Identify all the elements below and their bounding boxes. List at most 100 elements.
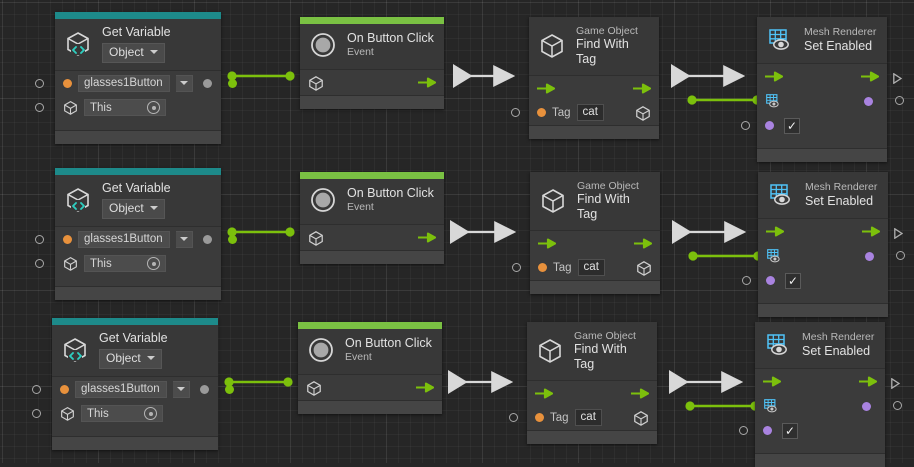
output-port-connected[interactable] [228,234,237,244]
output-port-value[interactable] [203,78,212,88]
node-title-group: Get Variable Object [102,181,171,219]
input-port-bool[interactable] [742,276,751,285]
port-tag-in[interactable] [537,108,546,118]
port-bool-in[interactable] [765,121,774,130]
input-port-extra[interactable] [511,107,520,117]
output-port-value[interactable] [203,234,212,244]
port-object-in[interactable] [63,234,72,244]
output-port-value[interactable] [893,401,902,410]
row-variable: glasses1Button [35,71,237,96]
variable-dropdown-button[interactable] [176,230,193,248]
flow-input-arrow-icon[interactable] [538,238,556,249]
port-bool-out[interactable] [862,401,871,411]
node-title-group: Mesh Renderer Set Enabled [802,331,874,358]
port-tag-in[interactable] [538,263,547,273]
node-body: ✓ [739,368,902,443]
node-mesh-renderer[interactable]: Mesh Renderer Set Enabled ✓ [741,17,904,162]
node-on-button-click[interactable]: On Button Click Event [298,322,442,414]
node-mesh-renderer[interactable]: Mesh Renderer Set Enabled ✓ [739,322,902,467]
cube-icon [537,31,567,61]
row-flow [755,369,901,394]
input-port-flow[interactable] [35,234,44,244]
node-find-with-tag[interactable]: Game Object Find With Tag Tag cat [512,172,660,294]
output-port-value[interactable] [200,384,209,394]
tag-value-field[interactable]: cat [576,104,604,122]
node-footer [55,285,221,300]
node-mesh-renderer[interactable]: Mesh Renderer Set Enabled ✓ [742,172,905,317]
enabled-checkbox[interactable]: ✓ [784,117,800,134]
port-tag-in[interactable] [535,413,544,423]
flow-input-arrow-icon[interactable] [763,376,781,387]
output-port-value[interactable] [896,251,905,260]
node-title-group: Mesh Renderer Set Enabled [804,26,876,53]
port-object-in[interactable] [63,78,72,88]
flow-output-arrow-icon[interactable] [862,226,880,237]
input-port-target[interactable] [35,102,44,112]
flow-input-arrow-icon[interactable] [765,71,783,82]
node-on-button-click[interactable]: On Button Click Event [300,172,444,264]
variable-name-field[interactable]: glasses1Button [75,380,167,398]
variable-dropdown-button[interactable] [176,74,193,92]
target-picker-button[interactable] [144,407,157,421]
target-picker-button[interactable] [147,257,160,271]
flow-output-arrow-icon[interactable] [416,382,434,393]
enabled-checkbox[interactable]: ✓ [785,272,801,289]
node-footer [527,429,657,444]
output-port-flow[interactable] [891,376,901,390]
node-find-with-tag[interactable]: Game Object Find With Tag Tag cat [509,322,657,444]
port-bool-out[interactable] [864,96,873,106]
variable-name-field[interactable]: glasses1Button [78,230,170,248]
row-variable: glasses1Button [35,227,237,252]
node-header: On Button Click Event [300,24,444,69]
flow-output-arrow-icon[interactable] [634,238,652,249]
mesh-renderer-small-icon [766,248,783,265]
output-port-connected[interactable] [228,78,237,88]
port-bool-in[interactable] [763,426,772,435]
output-port-flow[interactable] [894,226,904,240]
input-port-target[interactable] [35,258,44,268]
flow-output-arrow-icon[interactable] [418,232,436,243]
type-selector-dropdown[interactable]: Object [99,348,162,369]
variable-name-field[interactable]: glasses1Button [78,74,170,92]
flow-input-arrow-icon[interactable] [537,83,555,94]
output-port-value[interactable] [895,96,904,105]
cube-code-icon [60,335,90,365]
flow-output-arrow-icon[interactable] [861,71,879,82]
node-get-variable[interactable]: Get Variable Object glasses1Button [32,318,234,450]
input-port-bool[interactable] [739,426,748,435]
flow-input-arrow-icon[interactable] [766,226,784,237]
flow-output-arrow-icon[interactable] [631,388,649,399]
target-field[interactable]: This [81,405,163,423]
input-port-extra[interactable] [509,412,518,422]
input-port-extra[interactable] [512,262,521,272]
node-subtitle: Get Variable [102,181,171,195]
input-port-target[interactable] [32,408,41,418]
tag-value-field[interactable]: cat [574,409,602,427]
target-field[interactable]: This [84,255,166,273]
tag-value-field[interactable]: cat [577,259,605,277]
target-picker-button[interactable] [147,101,160,115]
target-field[interactable]: This [84,99,166,117]
row-flow [758,219,904,244]
port-bool-in[interactable] [766,276,775,285]
type-selector-dropdown[interactable]: Object [102,198,165,219]
flow-output-arrow-icon[interactable] [418,77,436,88]
variable-dropdown-button[interactable] [173,380,190,398]
input-port-bool[interactable] [741,121,750,130]
input-port-flow[interactable] [32,384,41,394]
type-selector-dropdown[interactable]: Object [102,42,165,63]
flow-input-arrow-icon[interactable] [535,388,553,399]
output-port-flow[interactable] [893,71,903,85]
port-object-in[interactable] [60,384,69,394]
node-find-with-tag[interactable]: Game Object Find With Tag Tag cat [511,17,659,139]
enabled-checkbox[interactable]: ✓ [782,422,798,439]
row-flow-out [300,225,444,250]
node-on-button-click[interactable]: On Button Click Event [300,17,444,109]
output-port-connected[interactable] [225,384,234,394]
node-get-variable[interactable]: Get Variable Object glasses1Button [35,12,237,144]
flow-output-arrow-icon[interactable] [859,376,877,387]
flow-output-arrow-icon[interactable] [633,83,651,94]
node-get-variable[interactable]: Get Variable Object glasses1Button [35,168,237,300]
input-port-flow[interactable] [35,78,44,88]
port-bool-out[interactable] [865,251,874,261]
